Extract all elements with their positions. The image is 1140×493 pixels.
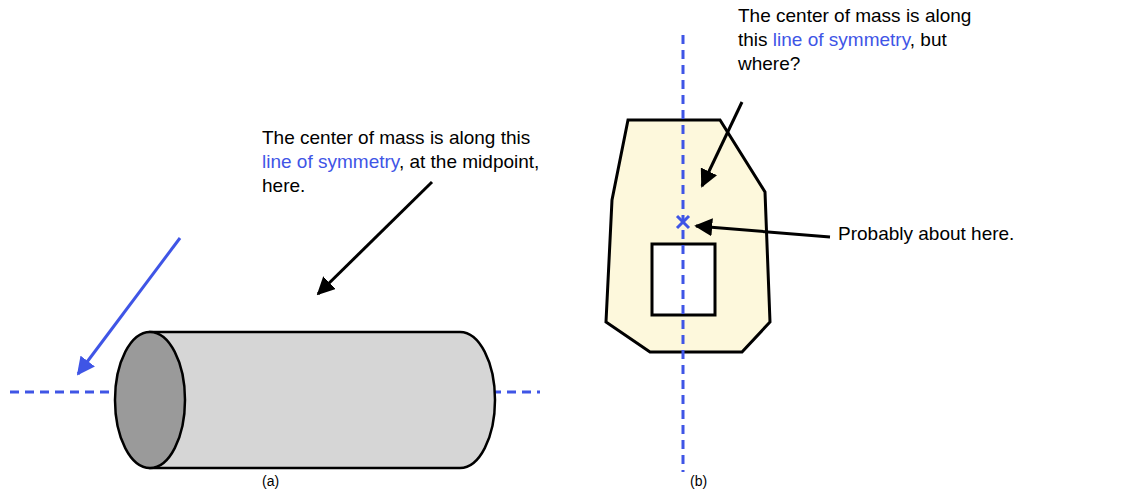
text-run: The center of mass is along this [262, 127, 530, 148]
callout-note: The center of mass is along this line of… [262, 126, 562, 198]
callout-note: The center of mass is along this line of… [738, 4, 993, 76]
cylinder-end [115, 332, 185, 468]
plate-shape [606, 120, 770, 352]
text-run: Probably about here. [838, 223, 1014, 244]
leader-arrow [78, 238, 180, 374]
leader-arrow [702, 102, 742, 186]
highlight-term: line of symmetry [262, 151, 399, 172]
leader-arrow [696, 226, 830, 237]
panel-label: (a) [262, 472, 322, 490]
callout-note: Probably about here. [838, 222, 1078, 246]
leader-arrow [318, 182, 432, 294]
text-run: (b) [690, 473, 707, 489]
cylinder-body [150, 332, 495, 468]
symmetry-axis [682, 35, 685, 472]
text-run: (a) [262, 473, 279, 489]
panel-label: (b) [690, 472, 750, 490]
highlight-term: line of symmetry [773, 29, 910, 50]
center-mark [677, 216, 689, 228]
